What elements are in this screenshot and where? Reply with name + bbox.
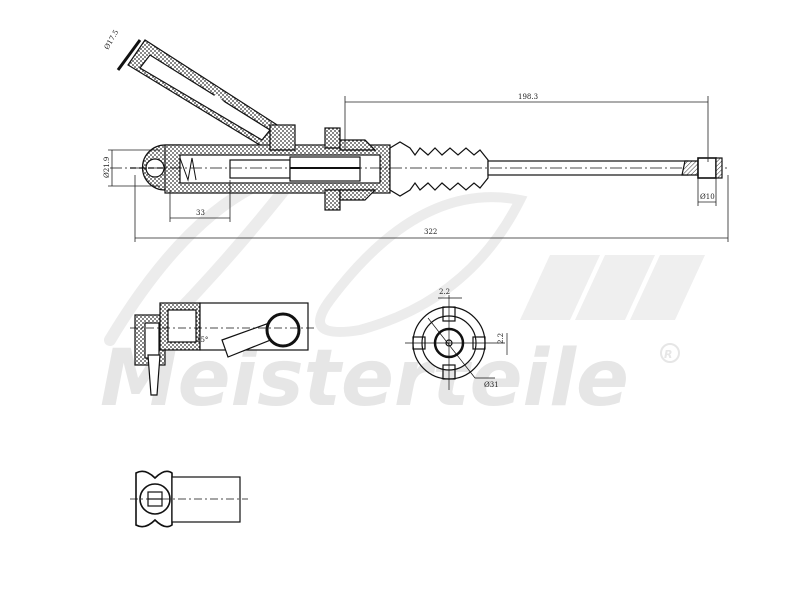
dim-overall-length: 322 xyxy=(424,228,437,236)
dim-port-offset: 33 xyxy=(196,209,205,217)
dust-boot xyxy=(389,141,489,197)
side-section-view xyxy=(110,39,730,211)
end-view xyxy=(405,295,508,390)
pushrod xyxy=(110,157,730,179)
dim-eye-diameter: Ø21.9 xyxy=(103,157,111,178)
dim-slot-width-top: 2.2 xyxy=(439,288,450,296)
dimension-lines xyxy=(108,96,729,242)
dim-hose-diameter: Ø17.5 xyxy=(103,29,121,51)
dim-end-diameter: Ø31 xyxy=(484,381,499,389)
bottom-detail-view xyxy=(130,470,248,528)
port-detail-view xyxy=(130,302,315,396)
cylinder-body xyxy=(164,124,391,211)
dim-slot-width-side: 2.2 xyxy=(497,333,505,344)
watermark: Meisterteile R xyxy=(100,160,705,424)
registered-mark: R xyxy=(664,348,672,361)
reservoir-hose xyxy=(116,39,286,151)
dim-clevis-diameter: Ø10 xyxy=(700,193,715,201)
dim-port-angle: 15° xyxy=(196,336,208,344)
dim-pushrod-length: 198.3 xyxy=(518,93,538,101)
